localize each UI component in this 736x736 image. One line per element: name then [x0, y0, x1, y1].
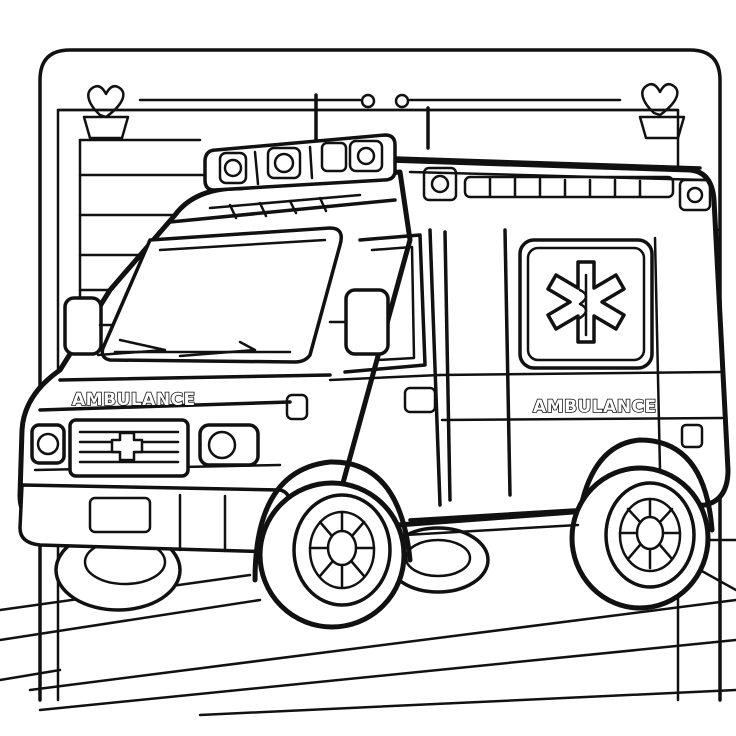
- headlight-right: [198, 423, 260, 467]
- box-roof-lights: [422, 166, 712, 212]
- hood-label: AMBULANCE: [72, 390, 196, 410]
- roof-light-bar: [203, 133, 397, 192]
- cross-icon: [110, 431, 144, 462]
- side-skirt: [403, 508, 580, 537]
- rear-wheel: [569, 437, 715, 611]
- side-mirror-right: [328, 288, 390, 356]
- cab-door: [285, 228, 442, 507]
- front-wheel: [252, 459, 413, 630]
- box-side-panel: [438, 228, 724, 502]
- headlight-left: [30, 423, 66, 465]
- front-bumper: [18, 483, 292, 554]
- heart-icon: [638, 83, 686, 140]
- windshield: [96, 226, 343, 364]
- heart-icon: [82, 85, 130, 140]
- star-of-life-icon: [518, 238, 654, 370]
- side-mirror-left: [63, 296, 114, 356]
- side-label: AMBULANCE: [533, 397, 657, 417]
